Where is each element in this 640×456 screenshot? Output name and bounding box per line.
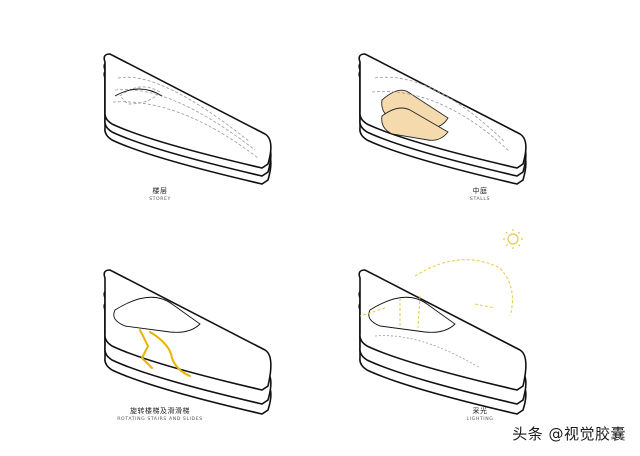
- light-ray-2: [417, 295, 421, 329]
- dashed-floor-3: [112, 101, 259, 159]
- light-arc: [414, 259, 513, 317]
- light-ray-4: [474, 303, 496, 309]
- panel-stairs: 旋转楼梯及滑滑梯 ROTATING STAIRS AND SLIDES: [0, 228, 320, 456]
- dashed-floor-1: [374, 76, 506, 143]
- dashed-floor-1: [374, 335, 481, 369]
- stalls-diagram: [358, 53, 527, 185]
- storey-diagram: [103, 53, 272, 185]
- slab-top: [103, 269, 272, 391]
- rotating-stair: [139, 329, 153, 369]
- interior-curve: [114, 88, 163, 97]
- caption-storey-cn: 楼层: [152, 187, 168, 195]
- caption-stairs-cn: 旋转楼梯及滑滑梯: [130, 407, 190, 415]
- panel-storey: 楼层 STOREY: [0, 0, 320, 228]
- atrium-opening: [368, 296, 456, 333]
- caption-stalls-cn: 中庭: [472, 187, 488, 195]
- dashed-void: [119, 86, 161, 105]
- slab-top: [358, 269, 527, 391]
- lighting-diagram: [358, 229, 527, 415]
- caption-lighting-en: LIGHTING: [466, 417, 494, 422]
- panel-lighting: 采光 LIGHTING: [320, 228, 640, 456]
- slide: [149, 331, 191, 377]
- panel-stalls: 中庭 STALLS: [320, 0, 640, 228]
- dashed-floor-2: [114, 89, 256, 151]
- caption-storey-en: STOREY: [149, 197, 171, 202]
- watermark: 头条 @视觉胶囊: [512, 425, 626, 443]
- slab-top: [358, 53, 527, 169]
- atrium-opening: [113, 296, 201, 333]
- caption-stairs-en: ROTATING STAIRS AND SLIDES: [117, 417, 203, 422]
- light-ray-3: [359, 307, 386, 317]
- caption-lighting-cn: 采光: [472, 407, 488, 415]
- slab-top: [103, 53, 272, 169]
- stairs-diagram: [103, 269, 272, 415]
- dashed-floor-1: [117, 76, 251, 143]
- dashed-floor-2: [371, 91, 511, 153]
- atrium-void-lower: [381, 107, 449, 141]
- caption-stalls-en: STALLS: [469, 197, 491, 202]
- sun-icon: [503, 229, 523, 249]
